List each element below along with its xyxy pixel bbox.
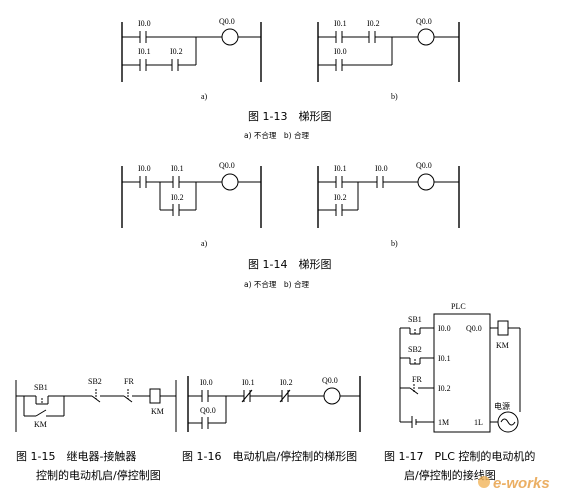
label-i01: I0.1 [138,47,151,56]
fig13b-sublabel: b) [391,92,398,101]
label-i00: I0.0 [138,19,151,28]
fig15-caption-line2: 控制的电动机启/停控制图 [36,468,161,482]
label-i00: I0.0 [334,47,347,56]
fig17-caption-line2: 启/停控制的接线图 [404,468,496,482]
fig16-ladder: I0.0 I0.1 I0.2 Q0.0 Q0.0 [187,376,361,432]
label-i02: I0.2 [280,378,293,387]
fig14-caption: 图 1-14 梯形图 [248,258,331,271]
label-plc: PLC [451,302,466,311]
fig15-caption-line1: 图 1-15 继电器-接触器 [16,449,136,463]
label-km-contact: KM [34,420,47,429]
fig15-relay-circuit: SB1 KM SB2 FR KM [15,377,177,432]
label-sb1: SB1 [408,315,422,324]
plc-terminal-1l: 1L [474,418,483,427]
plc-terminal-i01: I0.1 [438,354,451,363]
plc-terminal-i00: I0.0 [438,324,451,333]
coil-q00 [323,387,341,405]
label-sb2: SB2 [88,377,102,386]
label-i00: I0.0 [138,164,151,173]
label-km-coil: KM [151,407,164,416]
fig14a-ladder: I0.0 I0.1 Q0.0 I0.2 [121,161,262,228]
coil-q00 [221,173,239,191]
km-coil [149,388,161,404]
fig13a-ladder: I0.0 Q0.0 I0.1 I0.2 [121,17,262,82]
label-q00: Q0.0 [416,161,432,170]
label-i02: I0.2 [367,19,380,28]
plc-terminal-q00: Q0.0 [466,324,482,333]
fig17-plc-wiring: PLC I0.0 Q0.0 I0.1 I0.2 1M 1L SB1 SB2 FR [399,302,521,433]
watermark-dot [478,476,490,488]
label-km-output: KM [496,341,509,350]
label-q00: Q0.0 [219,161,235,170]
label-q00: Q0.0 [416,17,432,26]
plc-box [433,313,491,433]
fig17-caption-line1: 图 1-17 PLC 控制的电动机的 [384,449,535,463]
fig13a-sublabel: a) [201,92,208,101]
label-i01: I0.1 [242,378,255,387]
coil-q00 [221,28,239,46]
label-i01: I0.1 [334,164,347,173]
label-i02: I0.2 [171,193,184,202]
label-i01: I0.1 [334,19,347,28]
label-sb1: SB1 [34,383,48,392]
label-i00: I0.0 [200,378,213,387]
km-aux-contact [35,409,47,417]
label-i01: I0.1 [171,164,184,173]
plc-terminal-1m: 1M [438,418,449,427]
label-fr: FR [412,375,422,384]
coil-q00 [417,28,435,46]
label-q00: Q0.0 [219,17,235,26]
fig14b-sublabel: b) [391,239,398,248]
label-i02: I0.2 [170,47,183,56]
label-q00: Q0.0 [322,376,338,385]
label-sb2: SB2 [408,345,422,354]
fig14a-sublabel: a) [201,239,208,248]
km-output-coil [497,320,509,336]
plc-terminal-i02: I0.2 [438,384,451,393]
fig13-subcaption: a) 不合理 b) 合理 [244,130,309,140]
fig13b-ladder: I0.1 I0.2 Q0.0 I0.0 [317,17,460,82]
label-power: 电源 [494,401,510,411]
fig13-caption: 图 1-13 梯形图 [248,110,331,123]
fig14b-ladder: I0.1 I0.0 Q0.0 I0.2 [317,161,460,228]
fig16-caption: 图 1-16 电动机启/停控制的梯形图 [182,449,357,463]
label-i00: I0.0 [375,164,388,173]
label-i02: I0.2 [334,193,347,202]
label-fr: FR [124,377,134,386]
label-q00-contact: Q0.0 [200,406,216,415]
coil-q00 [417,173,435,191]
fig14-subcaption: a) 不合理 b) 合理 [244,279,309,289]
sine-icon [500,418,516,426]
watermark-logo: e-works [478,475,550,492]
watermark-text: e-works [493,475,550,492]
